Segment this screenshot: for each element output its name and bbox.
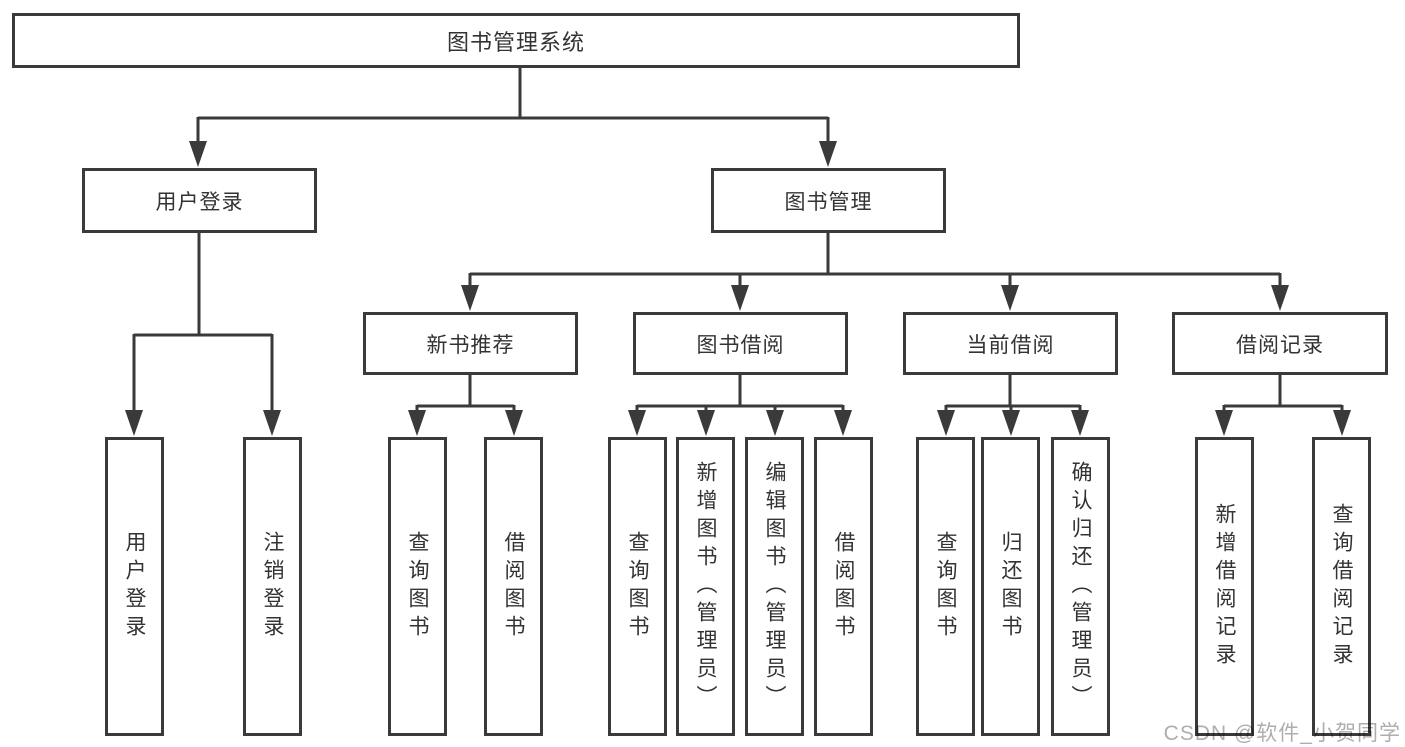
leaf-bb-add-books-admin: 新增图书（管理员） <box>676 437 735 736</box>
leaf-cb-confirm-return-admin: 确认归还（管理员） <box>1051 437 1110 736</box>
node-user-login: 用户登录 <box>82 168 317 233</box>
node-new-book-recommend: 新书推荐 <box>363 312 578 375</box>
leaf-br-add-record: 新增借阅记录 <box>1195 437 1254 736</box>
leaf-bb-query-books: 查询图书 <box>608 437 667 736</box>
node-current-borrow: 当前借阅 <box>903 312 1118 375</box>
leaf-bb-borrow-books: 借阅图书 <box>814 437 873 736</box>
node-root-system: 图书管理系统 <box>12 13 1020 68</box>
leaf-logout: 注销登录 <box>243 437 302 736</box>
leaf-cb-return-books: 归还图书 <box>981 437 1040 736</box>
leaf-br-query-record: 查询借阅记录 <box>1312 437 1371 736</box>
leaf-user-login: 用户登录 <box>105 437 164 736</box>
leaf-nb-borrow-books: 借阅图书 <box>484 437 543 736</box>
node-book-borrow: 图书借阅 <box>633 312 848 375</box>
leaf-cb-query-books: 查询图书 <box>916 437 975 736</box>
leaf-nb-query-books: 查询图书 <box>388 437 447 736</box>
node-borrow-records: 借阅记录 <box>1172 312 1388 375</box>
csdn-watermark: CSDN @软件_小贺同学 <box>1163 722 1401 745</box>
node-book-management: 图书管理 <box>711 168 946 233</box>
leaf-bb-edit-books-admin: 编辑图书（管理员） <box>745 437 804 736</box>
